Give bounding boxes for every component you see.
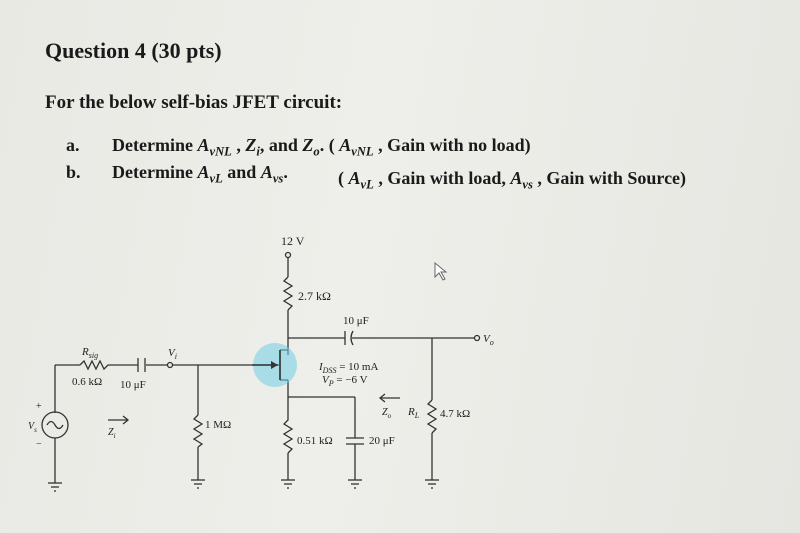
rsig-resistor [79,359,112,371]
vs-sine-wave [46,420,64,430]
part-a-text: Determine AvNL , Zi, and Zo. ( AvNL , Ga… [112,135,531,159]
jfet-circuit-diagram: 12 V 2.7 kΩ 10 μF Vo Rsig 0.6 kΩ 10 μF V… [28,234,494,492]
rs-resistor [282,397,294,454]
ground-symbols [48,479,439,492]
part-a-label: a. [66,135,80,155]
rl-resistor [426,399,438,434]
cout-plate-2 [350,330,354,346]
rl-label: RL [407,406,420,420]
rd-label: 2.7 kΩ [298,289,331,303]
vi-terminal [166,361,174,369]
zi-label: Zi [108,427,116,440]
part-b-note: ( AvL , Gain with load, Avs , Gain with … [338,168,687,192]
cout-label: 10 μF [343,315,369,327]
rsig-label: Rsig [81,346,98,360]
cursor-icon [434,261,448,281]
rs-label: 0.51 kΩ [297,435,333,447]
vo-terminal [473,334,481,342]
question-intro: For the below self-bias JFET circuit: [45,92,343,113]
vdd-label: 12 V [281,234,305,248]
rg-label: 1 MΩ [205,419,231,431]
vs-plus: + [36,401,42,412]
rd-resistor [282,276,294,311]
cin-label: 10 μF [120,379,146,391]
rl-value: 4.7 kΩ [440,408,470,420]
cs-label: 20 μF [369,435,395,447]
part-b-label: b. [66,162,81,182]
vp-label: VP = −6 V [322,374,368,388]
rg-resistor [192,414,204,448]
idss-label: IDSS = 10 mA [318,361,378,375]
vi-label: Vi [168,347,177,361]
zo-label: Zo [382,407,392,420]
vs-minus: − [36,439,42,450]
vdd-terminal [284,251,292,259]
vo-label: Vo [483,333,494,347]
rsig-value: 0.6 kΩ [72,376,102,388]
vs-label: Vs [28,421,37,434]
question-title: Question 4 (30 pts) [45,38,222,63]
part-b-text: Determine AvL and Avs. [112,162,288,186]
